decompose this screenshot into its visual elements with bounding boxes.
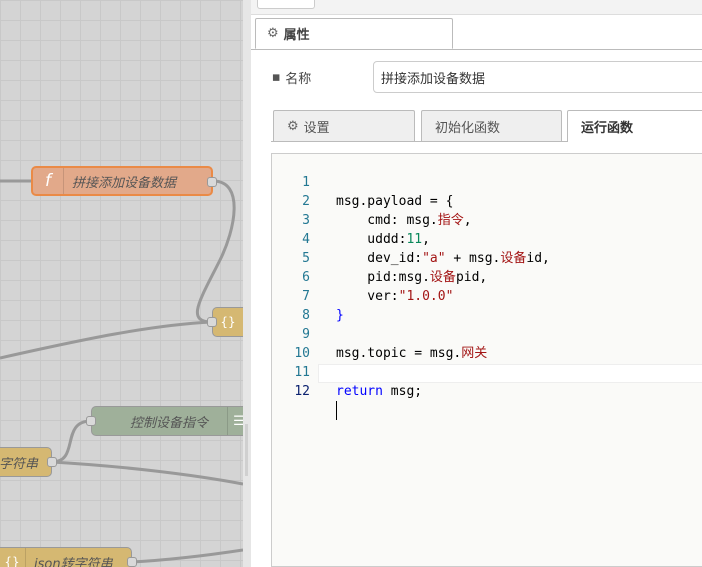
code-line: 12 <box>272 363 337 420</box>
line-number: 8 <box>302 308 310 323</box>
json-to-string-output-port[interactable] <box>127 557 137 567</box>
line-number: 9 <box>302 327 310 342</box>
panel-resize-divider[interactable] <box>243 0 251 567</box>
code-line: 7 } <box>272 268 344 323</box>
function-icon: f <box>33 168 64 194</box>
tab-properties[interactable]: ⚙ 属性 <box>255 18 453 49</box>
line-number: 10 <box>294 346 310 361</box>
tab-properties-label: 属性 <box>283 28 310 43</box>
json-input-port[interactable] <box>207 317 217 327</box>
wire-string-to-right[interactable] <box>51 460 243 486</box>
code-line: 5 pid:msg.设备pid, <box>272 230 487 285</box>
json-to-string-node[interactable]: {} json转字符串 <box>0 547 137 567</box>
code-line: 2 cmd: msg.指令, <box>272 173 471 228</box>
tab-settings-label: 设置 <box>303 120 330 136</box>
code-text: dev_id:"a" + msg.设备id, <box>336 251 550 266</box>
code-line: 10 <box>272 325 319 361</box>
edit-panel: ⚙ 属性 ◆ 名称 ⚙ 设置 初始化函数 运行函数 1 msg.payload … <box>251 0 702 567</box>
control-node-label: 控制设备指令 <box>130 415 209 431</box>
resize-grip[interactable] <box>245 424 248 476</box>
code-text: msg.payload = { <box>336 194 454 209</box>
name-row: ◆ 名称 <box>267 61 702 93</box>
json-icon: {} <box>0 548 26 567</box>
string-output-port[interactable] <box>47 457 57 467</box>
line-number: 7 <box>302 289 310 304</box>
string-node-label: 字符串 <box>0 456 39 472</box>
tab-init-label: 初始化函数 <box>435 120 501 136</box>
panel-tabbar: ⚙ 属性 <box>251 15 702 50</box>
tag-icon: ◆ <box>267 68 284 86</box>
code-text: } <box>336 308 344 323</box>
code-text: uddd:11, <box>336 232 430 247</box>
tab-run-label: 运行函数 <box>581 121 634 136</box>
active-line-highlight <box>318 364 702 383</box>
code-line: 6 ver:"1.0.0" <box>272 249 453 304</box>
tab-settings[interactable]: ⚙ 设置 <box>273 110 415 141</box>
code-line: 3 uddd:11, <box>272 192 430 247</box>
function-node[interactable]: f 拼接添加设备数据 <box>31 166 217 196</box>
json-icon: {} <box>213 308 243 336</box>
wire-function-to-json[interactable] <box>195 179 236 324</box>
code-line: 8 <box>272 287 319 323</box>
wire-left-to-json[interactable] <box>0 320 213 360</box>
name-input[interactable] <box>373 61 702 93</box>
toolbar-button[interactable] <box>257 0 315 9</box>
code-text: return msg; <box>336 384 423 399</box>
panel-toolbar <box>251 0 702 15</box>
control-device-node[interactable]: 控制设备指令 ☰ <box>86 406 243 436</box>
line-number-gutter <box>272 154 318 566</box>
line-number: 5 <box>302 251 310 266</box>
line-number: 2 <box>302 194 310 209</box>
name-label-text: 名称 <box>285 71 312 87</box>
function-subtabs: ⚙ 设置 初始化函数 运行函数 <box>271 108 702 142</box>
line-number: 4 <box>302 232 310 247</box>
wire-json-str-to-right[interactable] <box>131 548 243 564</box>
function-output-port[interactable] <box>207 177 217 187</box>
code-text: cmd: msg.指令, <box>336 213 472 228</box>
code-editor[interactable]: 1 msg.payload = { 2 cmd: msg.指令, 3 uddd:… <box>271 153 702 567</box>
line-number: 1 <box>302 175 310 190</box>
code-text: msg.topic = msg.网关 <box>336 346 488 361</box>
line-number: 6 <box>302 270 310 285</box>
tab-init-function[interactable]: 初始化函数 <box>421 110 562 141</box>
wires-layer <box>0 179 243 564</box>
string-node[interactable]: 字符串 <box>0 447 57 477</box>
json-to-string-label: json转字符串 <box>34 556 113 567</box>
code-text: ver:"1.0.0" <box>336 289 454 304</box>
list-icon: ☰ <box>227 407 243 435</box>
line-number: 11 <box>294 365 310 380</box>
control-input-port[interactable] <box>86 416 96 426</box>
line-number: 3 <box>302 213 310 228</box>
text-cursor <box>336 401 337 420</box>
line-number: 12 <box>294 384 310 399</box>
wire-string-to-control[interactable] <box>51 419 92 464</box>
name-label: ◆ 名称 <box>267 68 373 87</box>
code-line: 9 msg.topic = msg.网关 <box>272 306 487 361</box>
tab-run-function[interactable]: 运行函数 <box>567 110 702 142</box>
gear-icon: ⚙ <box>267 26 279 41</box>
gear-icon: ⚙ <box>287 118 299 134</box>
code-line: 4 dev_id:"a" + msg.设备id, <box>272 211 550 266</box>
flow-canvas[interactable]: f 拼接添加设备数据 {} 控制设备指令 ☰ 字符串 {} json转字符串 <box>0 0 243 567</box>
code-line: 1 msg.payload = { <box>272 154 453 209</box>
code-line: 11 return msg; <box>272 344 422 399</box>
code-text: pid:msg.设备pid, <box>336 270 488 285</box>
json-node[interactable]: {} <box>207 307 243 337</box>
function-node-label: 拼接添加设备数据 <box>72 175 177 191</box>
